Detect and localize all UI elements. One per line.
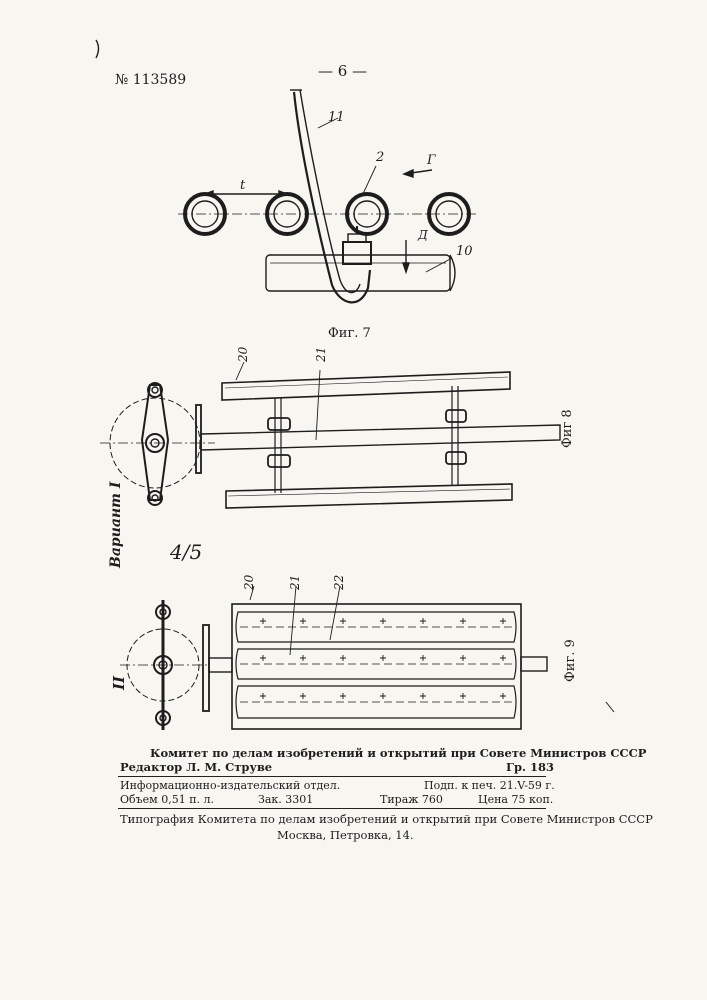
imprint-signed: Подп. к печ. 21.V-59 г. [424, 779, 555, 793]
fig7-label-arrow-d: Д [418, 228, 428, 242]
fig9-label-plate: 22 [332, 575, 346, 590]
imprint-volume: Объем 0,51 п. л. [120, 793, 214, 807]
fig7-label-shaft: 10 [456, 244, 473, 259]
imprint-address: Москва, Петровка, 14. [277, 828, 414, 842]
fig7-caption: Фиг. 7 [328, 326, 371, 341]
fig9-caption: Фиг. 9 [563, 639, 578, 682]
fig9-label-axle: 21 [288, 575, 302, 590]
imprint-rule-1 [118, 776, 546, 777]
handwritten-note: 4/5 [170, 540, 202, 564]
fig7-label-arrow-g: Г [427, 153, 436, 168]
imprint-print-run: Тираж 760 [380, 793, 443, 807]
imprint-department: Информационно-издательский отдел. [120, 779, 340, 793]
fig9-drawing [120, 586, 547, 730]
fig8-caption: Фиг 8 [560, 409, 575, 448]
fig7-label-arm: 11 [328, 110, 345, 125]
variant-1-label: Вариант I [108, 482, 124, 568]
variant-2-label: II [110, 676, 128, 690]
fig8-drawing [100, 362, 560, 508]
imprint-printing-house: Типография Комитета по делам изобретений… [120, 812, 653, 826]
fig8-label-bar: 20 [236, 347, 250, 362]
fig9-label-bar: 20 [242, 575, 256, 590]
fig8-label-axle: 21 [314, 347, 328, 362]
corner-mark [96, 40, 99, 58]
imprint-rule-2 [118, 808, 546, 809]
fig7-label-pitch: t [240, 178, 245, 193]
fig7-label-tube: 2 [376, 150, 384, 165]
imprint-committee: Комитет по делам изобретений и открытий … [150, 746, 646, 760]
imprint-order: Зак. 3301 [258, 793, 313, 807]
imprint-price: Цена 75 коп. [478, 793, 553, 807]
imprint-editor: Редактор Л. М. Струве [120, 760, 272, 774]
imprint-group: Гр. 183 [506, 760, 554, 774]
